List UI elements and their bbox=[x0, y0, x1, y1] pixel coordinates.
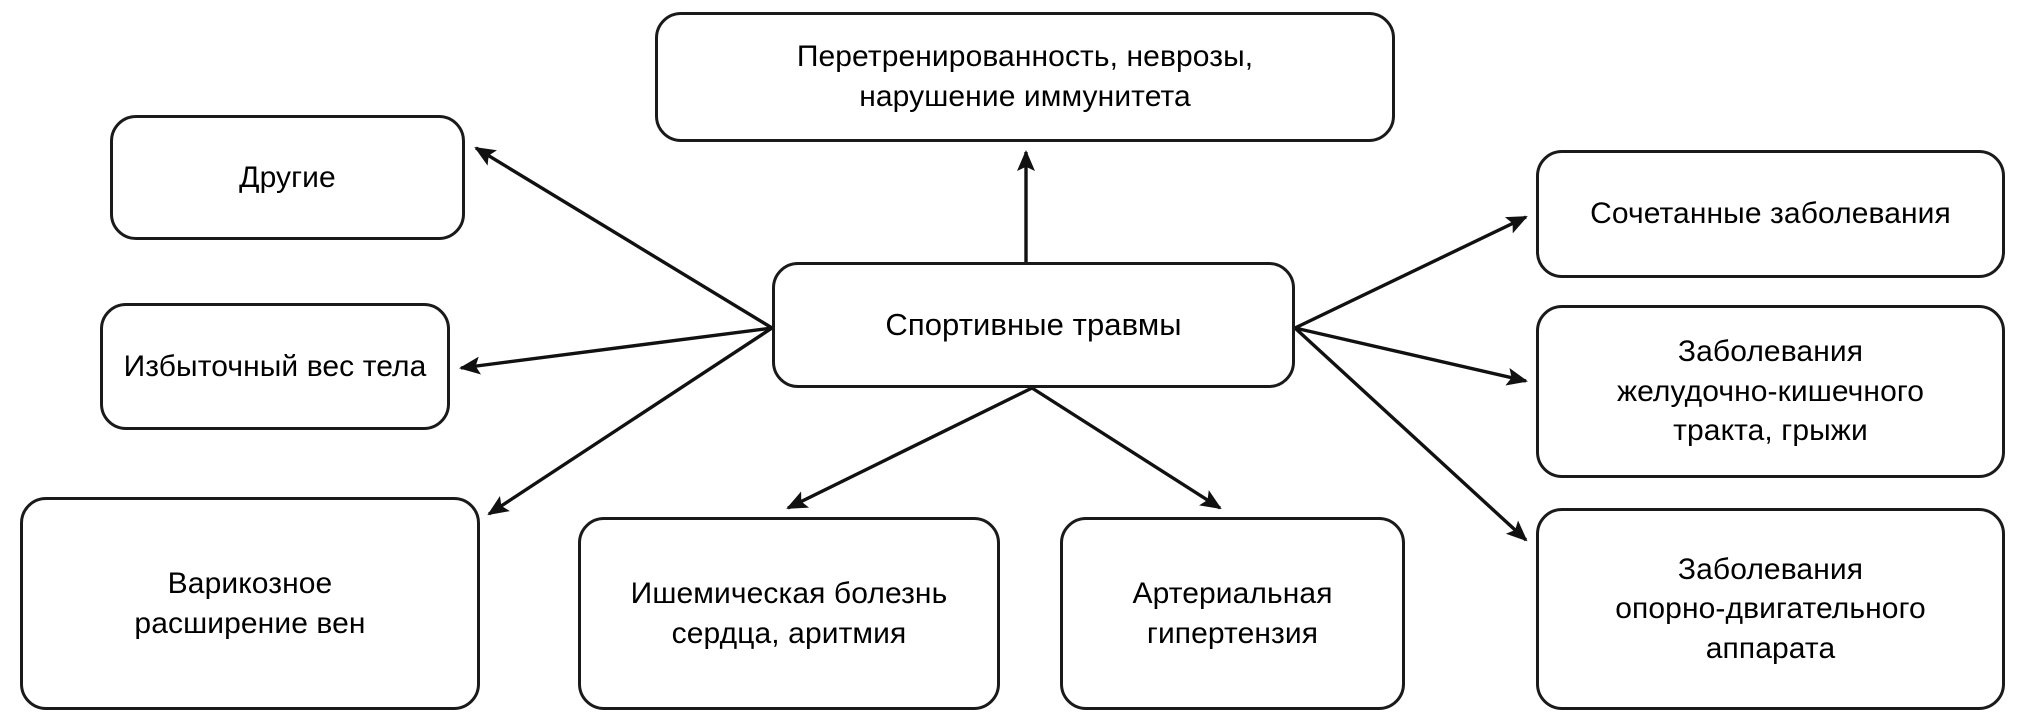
edge-central-to-other bbox=[474, 146, 773, 330]
node-combined-diseases[interactable]: Сочетанные заболевания bbox=[1536, 150, 2005, 278]
edge-central-to-gastro bbox=[1294, 326, 1528, 386]
node-other[interactable]: Другие bbox=[110, 115, 465, 240]
node-overweight-body-mass[interactable]: Избыточный вес тела bbox=[100, 303, 450, 430]
edge-central-to-ischemic bbox=[786, 386, 1033, 510]
node-gastrointestinal-diseases-hernias[interactable]: Заболевания желудочно-кишечного тракта, … bbox=[1536, 305, 2005, 478]
edge-central-to-varicose bbox=[487, 326, 773, 516]
node-varicose-veins[interactable]: Варикозное расширение вен bbox=[20, 497, 480, 710]
edge-central-to-combined bbox=[1294, 215, 1528, 330]
edge-central-to-musculoskeletal bbox=[1293, 326, 1528, 542]
edge-central-to-overweight bbox=[458, 326, 773, 375]
node-musculoskeletal-diseases[interactable]: Заболевания опорно-двигательного аппарат… bbox=[1536, 508, 2005, 710]
node-ischemic-heart-disease-arrhythmia[interactable]: Ишемическая болезнь сердца, аритмия bbox=[578, 517, 1000, 710]
node-arterial-hypertension[interactable]: Артериальная гипертензия bbox=[1060, 517, 1405, 710]
node-overtraining-neuroses-immunity[interactable]: Перетренированность, неврозы, нарушение … bbox=[655, 12, 1395, 142]
node-central-sports-injuries[interactable]: Спортивные травмы bbox=[772, 262, 1295, 388]
edge-central-to-hypertension bbox=[1031, 386, 1222, 510]
